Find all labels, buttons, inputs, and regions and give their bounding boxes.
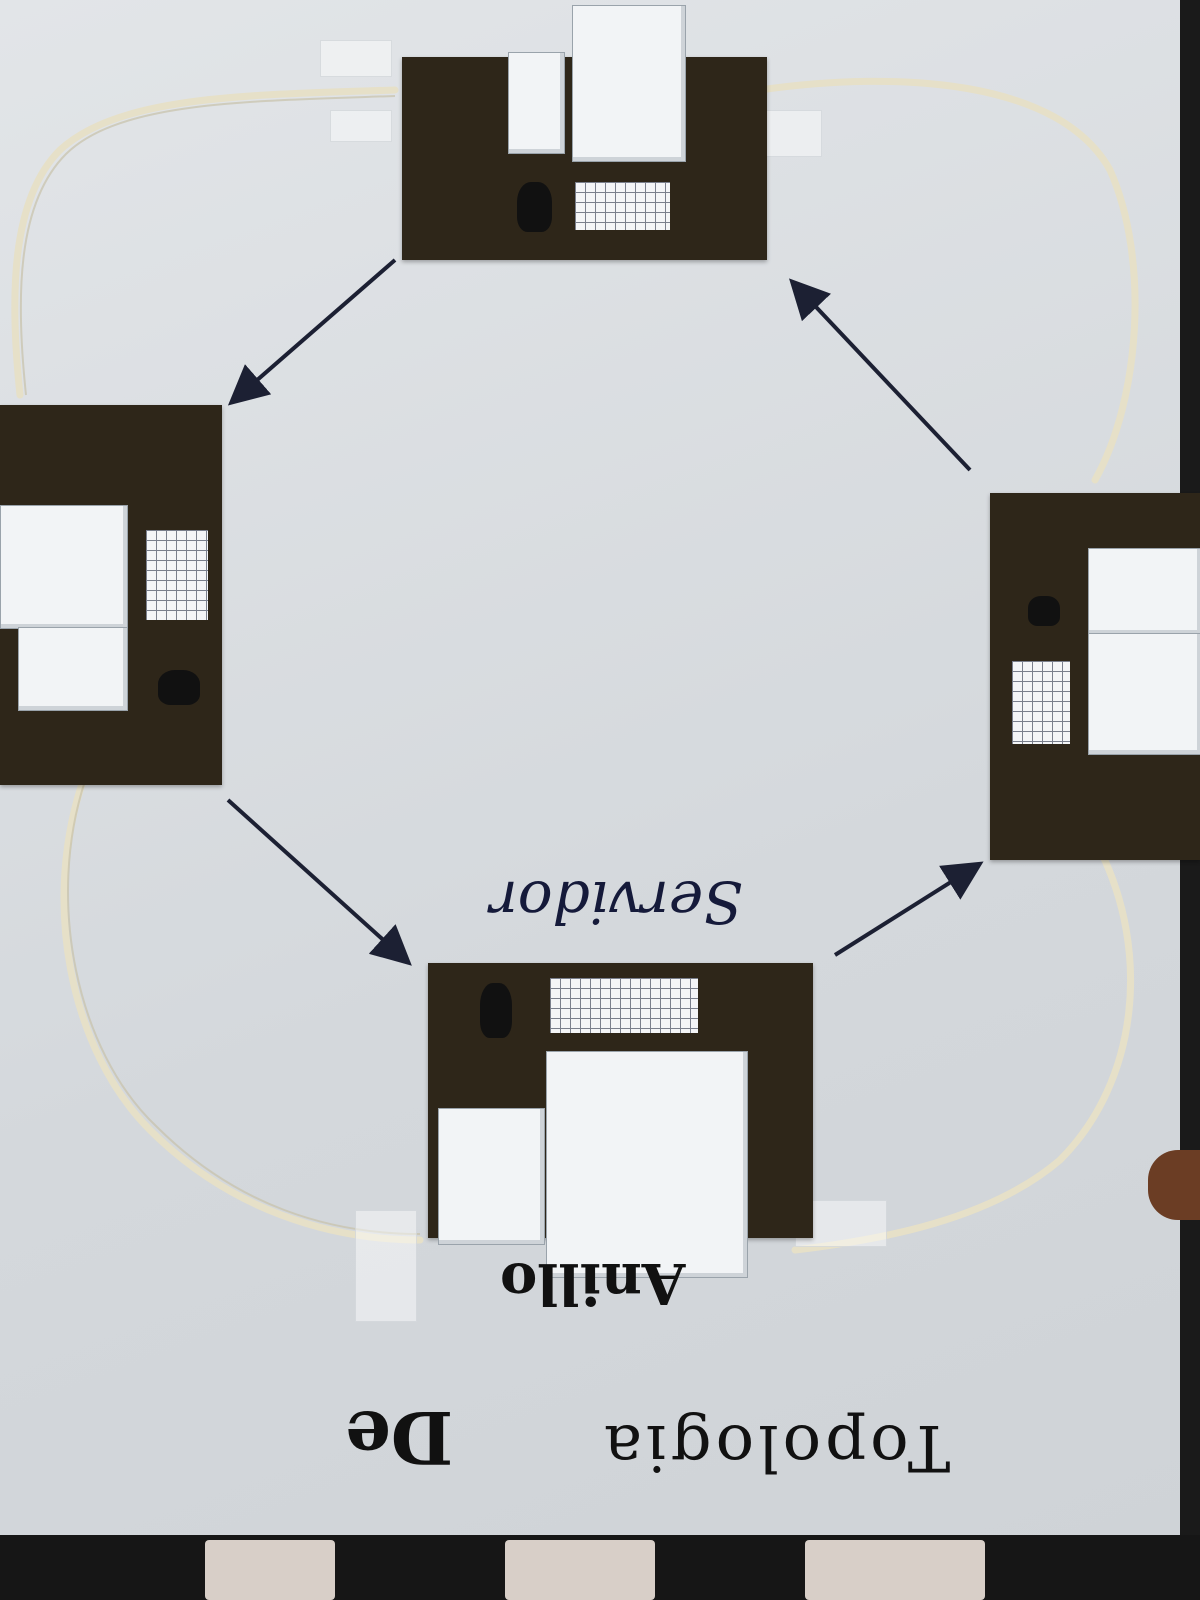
foot xyxy=(205,1540,335,1600)
tape xyxy=(765,110,822,157)
cpu-box xyxy=(508,52,565,154)
foot xyxy=(805,1540,985,1600)
keyboard xyxy=(575,182,670,230)
mouse xyxy=(1028,596,1060,626)
station-left xyxy=(0,405,222,785)
mouse xyxy=(517,182,552,232)
station-right xyxy=(990,493,1200,860)
keyboard xyxy=(146,530,208,620)
monitor-box xyxy=(0,505,128,629)
cpu-box xyxy=(1088,548,1200,635)
title-line2: Anillo xyxy=(500,1250,685,1316)
cpu-box xyxy=(438,1108,545,1245)
tape xyxy=(355,1210,417,1322)
title-topologia: Topologia xyxy=(600,1410,951,1484)
hand-thumb xyxy=(1148,1150,1200,1220)
keyboard xyxy=(1012,661,1070,744)
mouse xyxy=(158,670,200,705)
server-label: Servidor xyxy=(490,868,743,936)
keyboard xyxy=(550,978,698,1033)
cpu-box xyxy=(18,627,128,711)
tape xyxy=(330,110,392,142)
mouse xyxy=(480,983,512,1038)
monitor-box xyxy=(572,5,686,162)
station-server xyxy=(428,963,813,1278)
title-anillo: Anillo xyxy=(500,1250,686,1316)
title-de: De xyxy=(345,1395,454,1480)
monitor-box xyxy=(1088,633,1200,755)
station-top xyxy=(402,5,767,260)
foot xyxy=(505,1540,655,1600)
server-tower-box xyxy=(546,1051,748,1278)
tape xyxy=(320,40,392,77)
